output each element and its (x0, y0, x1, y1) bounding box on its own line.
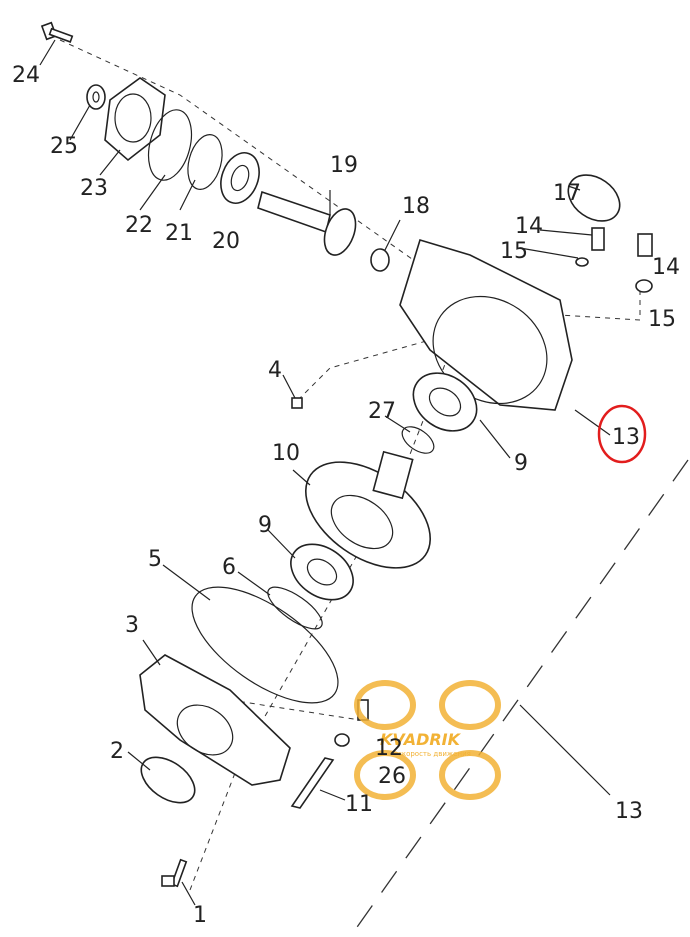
part-3-cover (139, 654, 291, 786)
label-2: 2 (110, 739, 124, 764)
part-27-circlip (401, 426, 435, 454)
label-15b: 15 (648, 307, 676, 332)
label-12: 12 (375, 736, 403, 761)
label-3: 3 (125, 613, 139, 638)
part-labels: 24 25 23 22 21 20 19 18 17 14 15 14 15 1… (12, 63, 680, 928)
part-19-bearing (220, 152, 260, 204)
label-4: 4 (268, 358, 282, 383)
assembly-line-26 (349, 459, 689, 937)
label-5: 5 (148, 547, 162, 572)
part-14-bolt-b (637, 233, 653, 257)
part-16-seal (567, 174, 621, 222)
part-14-bolt-a (591, 227, 605, 251)
label-23: 24 (12, 63, 40, 88)
part-23-bolt (40, 21, 74, 43)
label-9b: 9 (258, 513, 272, 538)
watermark-tagline: скорость движения (398, 750, 471, 758)
part-20-circlip (187, 134, 223, 190)
label-17: 18 (402, 194, 430, 219)
part-5-large-oring (191, 586, 339, 704)
part-6-oring (267, 586, 323, 630)
label-21: 22 (125, 213, 153, 238)
label-25: 26 (378, 764, 406, 789)
label-10: 10 (272, 441, 300, 466)
leader-line-15 (559, 290, 641, 321)
label-16: 17 (553, 181, 581, 206)
leader-line-25 (229, 699, 361, 721)
part-9-bearing-upper (412, 372, 478, 432)
label-26: 13 (615, 799, 643, 824)
part-24-washer (86, 84, 106, 110)
part-17-bushing (370, 248, 390, 272)
label-18: 19 (330, 153, 358, 178)
label-14a: 14 (515, 214, 543, 239)
part-4-dowel (291, 397, 303, 409)
leader-lines (39, 39, 611, 906)
label-6: 6 (222, 555, 236, 580)
watermark-logo: KVADRIK скорость движения (354, 680, 501, 800)
part-22-cover (104, 77, 166, 162)
part-21-oring (147, 109, 193, 181)
label-19: 20 (212, 229, 240, 254)
part-2-seal (140, 756, 196, 804)
part-15-washer-b (635, 279, 653, 293)
highlight-circle (597, 404, 647, 464)
part-15-washer-a (575, 257, 589, 267)
label-27: 27 (368, 399, 396, 424)
label-13: 13 (612, 425, 640, 450)
part-25-washer (334, 733, 350, 747)
part-18-pinion (257, 190, 357, 256)
label-11: 11 (345, 792, 373, 817)
watermark-brand: KVADRIK (380, 730, 462, 749)
part-10-ring-gear (305, 450, 431, 569)
axis-line (59, 39, 471, 891)
label-24: 25 (50, 134, 78, 159)
label-1: 1 (193, 903, 207, 928)
label-14b: 14 (652, 255, 680, 280)
part-1-bolt (161, 858, 188, 888)
leader-line-4 (297, 339, 431, 401)
part-9-bearing-lower (290, 543, 354, 601)
leader-26 (519, 704, 611, 796)
label-15a: 15 (500, 239, 528, 264)
part-11-shaft (290, 757, 335, 809)
label-20: 21 (165, 221, 193, 246)
label-22: 23 (80, 176, 108, 201)
label-9a: 9 (514, 451, 528, 476)
